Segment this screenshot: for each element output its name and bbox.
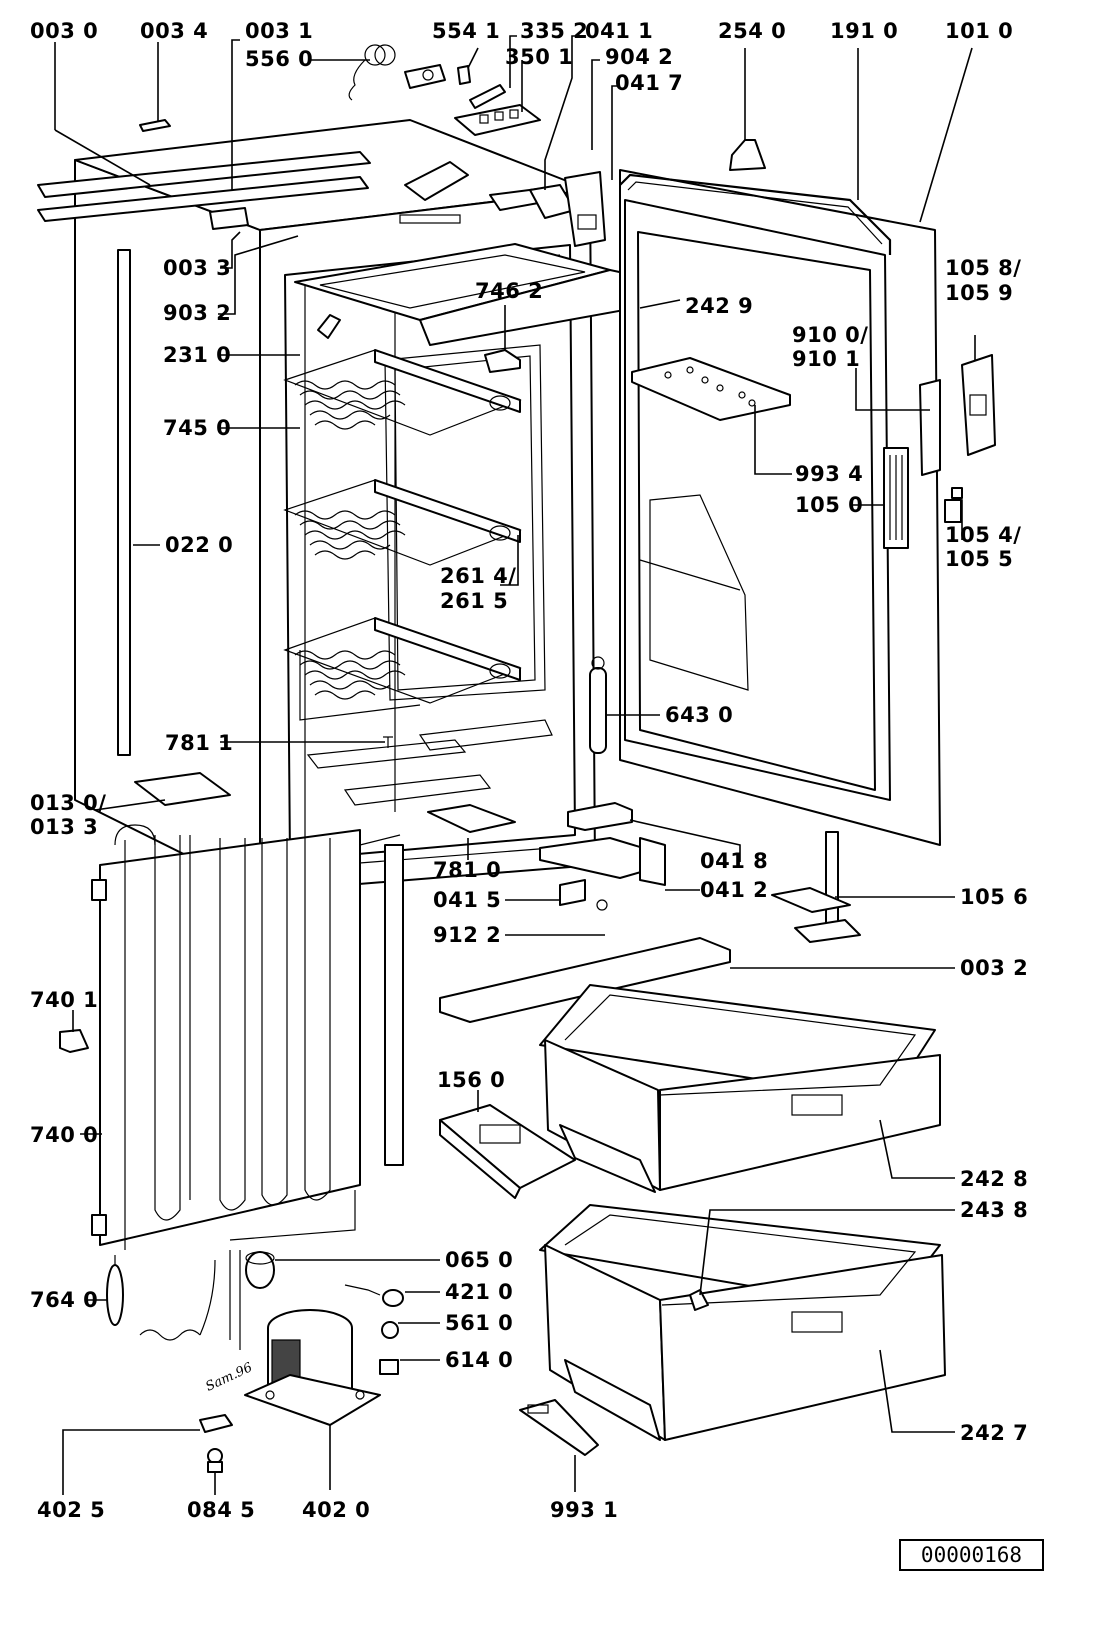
label-243-8: 243 8 xyxy=(960,1198,1028,1222)
label-003-3: 003 3 xyxy=(163,256,231,280)
door-bracket-part xyxy=(771,831,861,943)
label-740-0: 740 0 xyxy=(30,1123,98,1147)
shelf-clip xyxy=(484,349,521,373)
leader-lines xyxy=(54,35,976,1495)
compressor-accessories xyxy=(245,1251,404,1375)
label-740-1: 740 1 xyxy=(30,988,98,1012)
label-003-1: 003 1 xyxy=(245,19,313,43)
lamp-part xyxy=(317,314,341,339)
label-105-4: 105 4/ xyxy=(945,523,1021,547)
screw-part xyxy=(383,736,393,748)
label-910-1: 910 1 xyxy=(792,347,860,371)
control-panel-parts xyxy=(454,65,541,136)
label-084-5: 084 5 xyxy=(187,1498,255,1522)
label-105-5: 105 5 xyxy=(945,547,1013,571)
label-254-0: 254 0 xyxy=(718,19,786,43)
hinge-pin-part xyxy=(944,487,963,523)
thermostat-part xyxy=(348,44,446,101)
label-261-4: 261 4/ xyxy=(440,564,516,588)
part-labels: 003 0 003 4 003 1 556 0 554 1 335 2 350 … xyxy=(30,19,1028,1522)
handwritten-note: Sam.96 xyxy=(203,1360,254,1395)
label-561-0: 561 0 xyxy=(445,1311,513,1335)
label-746-2: 746 2 xyxy=(475,279,543,303)
label-242-8: 242 8 xyxy=(960,1167,1028,1191)
top-shelf xyxy=(294,243,681,346)
lower-drawer xyxy=(539,1204,946,1441)
label-781-1: 781 1 xyxy=(165,731,233,755)
label-003-0: 003 0 xyxy=(30,19,98,43)
label-003-2: 003 2 xyxy=(960,956,1028,980)
door-stop-part xyxy=(729,139,766,171)
top-hinge xyxy=(489,171,606,247)
base-rail xyxy=(439,937,731,1023)
label-614-0: 614 0 xyxy=(445,1348,513,1372)
label-105-6: 105 6 xyxy=(960,885,1028,909)
label-065-0: 065 0 xyxy=(445,1248,513,1272)
label-993-4: 993 4 xyxy=(795,462,863,486)
label-105-8: 105 8/ xyxy=(945,256,1021,280)
label-013-0: 013 0/ xyxy=(30,791,106,815)
label-156-0: 156 0 xyxy=(437,1068,505,1092)
label-554-1: 554 1 xyxy=(432,19,500,43)
wire-shelves xyxy=(283,349,522,721)
label-242-7: 242 7 xyxy=(960,1421,1028,1445)
bottom-hinge-parts xyxy=(539,802,666,911)
rail-part xyxy=(427,804,516,833)
label-041-7: 041 7 xyxy=(615,71,683,95)
label-041-1: 041 1 xyxy=(585,19,653,43)
clip-part xyxy=(59,1029,89,1053)
condenser-coil xyxy=(91,824,404,1350)
label-101-0: 101 0 xyxy=(945,19,1013,43)
label-261-5: 261 5 xyxy=(440,589,508,613)
cabinet-body xyxy=(74,119,596,893)
label-013-3: 013 3 xyxy=(30,815,98,839)
label-402-0: 402 0 xyxy=(302,1498,370,1522)
label-402-5: 402 5 xyxy=(37,1498,105,1522)
label-910-0: 910 0/ xyxy=(792,323,868,347)
label-421-0: 421 0 xyxy=(445,1280,513,1304)
label-335-2: 335 2 xyxy=(520,19,588,43)
label-041-8: 041 8 xyxy=(700,849,768,873)
label-105-0: 105 0 xyxy=(795,493,863,517)
label-003-4: 003 4 xyxy=(140,19,208,43)
compressor xyxy=(244,1309,381,1426)
label-041-5: 041 5 xyxy=(433,888,501,912)
label-993-1: 993 1 xyxy=(550,1498,618,1522)
drawing-number: 00000168 xyxy=(899,1539,1044,1571)
label-745-0: 745 0 xyxy=(163,416,231,440)
label-781-0: 781 0 xyxy=(433,858,501,882)
label-643-0: 643 0 xyxy=(665,703,733,727)
top-trim-strips xyxy=(37,119,371,230)
door-hinge-part xyxy=(961,354,996,456)
mount-parts xyxy=(199,1414,233,1473)
label-764-0: 764 0 xyxy=(30,1288,98,1312)
label-231-0: 231 0 xyxy=(163,343,231,367)
bottom-bracket xyxy=(134,772,231,806)
label-105-9: 105 9 xyxy=(945,281,1013,305)
label-556-0: 556 0 xyxy=(245,47,313,71)
label-912-2: 912 2 xyxy=(433,923,501,947)
label-350-1: 350 1 xyxy=(505,45,573,69)
label-242-9: 242 9 xyxy=(685,294,753,318)
label-191-0: 191 0 xyxy=(830,19,898,43)
label-041-2: 041 2 xyxy=(700,878,768,902)
ice-tray xyxy=(439,1104,576,1199)
upper-drawer xyxy=(539,984,941,1193)
label-904-2: 904 2 xyxy=(605,45,673,69)
label-903-2: 903 2 xyxy=(163,301,231,325)
door-assembly xyxy=(589,139,941,846)
label-022-0: 022 0 xyxy=(165,533,233,557)
scraper-part xyxy=(519,1399,599,1456)
